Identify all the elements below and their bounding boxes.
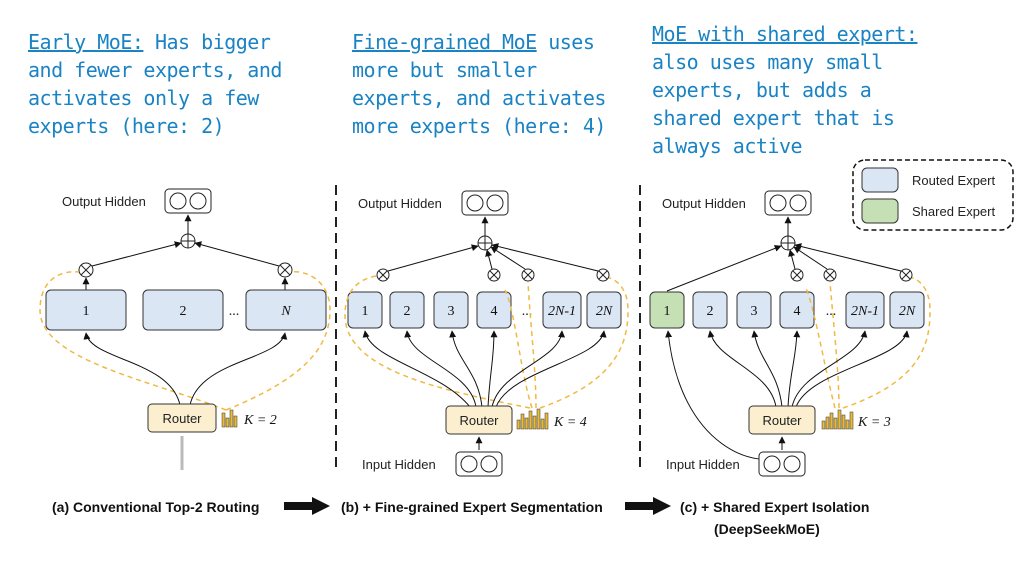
panel-c-caption-line2: (DeepSeekMoE) xyxy=(714,521,820,537)
early-moe-note: Early MoE: Has bigger and fewer experts,… xyxy=(28,28,318,140)
panel-b-input-vector xyxy=(455,451,503,477)
panel-c-experts: 1 2 3 4 ... 2N-1 2N xyxy=(649,291,925,329)
panel-b-expert-4-label: 4 xyxy=(491,304,498,319)
legend-routed-swatch xyxy=(861,167,899,193)
panel-c-expert-4-label: 4 xyxy=(794,304,801,319)
panel-c-shared-expert xyxy=(649,291,685,329)
panel-a-ellipsis: ... xyxy=(229,304,240,319)
panel-c-router-bars xyxy=(821,409,854,430)
panel-a-router-label: Router xyxy=(162,411,202,426)
panel-b-expert-1-label: 1 xyxy=(362,304,369,319)
panel-a-router-bars xyxy=(221,409,238,428)
legend: Routed Expert Shared Expert xyxy=(852,159,1014,231)
panel-a-caption: (a) Conventional Top-2 Routing xyxy=(52,499,259,515)
panel-c-expert-3-label: 3 xyxy=(751,304,758,319)
panel-c-input-hidden-label: Input Hidden xyxy=(666,457,740,472)
panel-a-expert-1 xyxy=(45,289,127,331)
panel-c: Output Hidden 1 xyxy=(649,190,931,477)
panel-b-expert-2n-label: 2N xyxy=(596,304,613,319)
panel-a-k-value: K = 2 xyxy=(243,413,277,428)
panel-b-k-value: K = 4 xyxy=(553,415,587,430)
panel-c-output-vector xyxy=(764,190,812,216)
panel-a-sum-node xyxy=(180,233,196,249)
legend-routed-label: Routed Expert xyxy=(912,173,995,188)
panel-c-expert-1-label: 1 xyxy=(664,304,671,319)
shared-expert-note-head: MoE with shared expert: xyxy=(652,22,918,46)
panel-c-k-value: K = 3 xyxy=(857,415,891,430)
panel-a: Output Hidden xyxy=(39,188,331,470)
panel-b-gates xyxy=(376,268,610,282)
panel-a-expert-2 xyxy=(142,289,224,331)
panel-a-expert-2-label: 2 xyxy=(180,304,187,319)
early-moe-note-body: Has bigger and fewer experts, and activa… xyxy=(28,30,282,138)
panel-a-router xyxy=(147,403,217,433)
panel-c-gates xyxy=(790,268,913,282)
panel-a-output-vector xyxy=(164,188,212,214)
panel-b: Output Hidden xyxy=(344,190,629,477)
panel-b-caption: (b) + Fine-grained Expert Segmentation xyxy=(341,499,603,515)
panel-c-expert-2n-1-label: 2N-1 xyxy=(851,304,879,319)
panel-a-expert-n xyxy=(245,289,327,331)
early-moe-note-head: Early MoE: xyxy=(28,30,144,54)
panel-b-sum-node xyxy=(477,235,493,251)
panel-b-input-hidden-label: Input Hidden xyxy=(362,457,436,472)
panel-a-output-hidden-label: Output Hidden xyxy=(62,194,146,209)
panel-c-input-vector xyxy=(758,451,806,477)
panel-b-router-bars xyxy=(516,408,549,430)
panel-b-output-vector xyxy=(461,190,509,216)
panel-b-output-hidden-label: Output Hidden xyxy=(358,196,442,211)
panel-c-router xyxy=(748,405,816,435)
legend-shared-swatch xyxy=(861,198,899,224)
panel-a-gate-1 xyxy=(78,262,94,278)
fine-grained-note-body: uses more but smaller experts, and activ… xyxy=(352,30,606,138)
panel-a-expert-n-label: N xyxy=(280,304,291,319)
panel-b-experts: 1 2 3 4 ... 2N-1 2N xyxy=(347,291,622,329)
panel-c-expert-2n-label: 2N xyxy=(899,304,916,319)
panel-b-expert-2-label: 2 xyxy=(404,304,411,319)
panel-c-router-label: Router xyxy=(762,413,802,428)
panel-b-ellipsis: ... xyxy=(522,304,533,319)
panel-a-expert-1-label: 1 xyxy=(83,304,90,319)
shared-expert-note: MoE with shared expert: also uses many s… xyxy=(652,20,952,160)
panel-c-output-hidden-label: Output Hidden xyxy=(662,196,746,211)
legend-shared-label: Shared Expert xyxy=(912,204,995,219)
arrow-b-to-c xyxy=(625,497,671,515)
shared-expert-note-body: also uses many small experts, but adds a… xyxy=(652,50,895,158)
panel-c-ellipsis: ... xyxy=(826,304,837,319)
panel-a-gate-n xyxy=(277,262,293,278)
panel-b-router xyxy=(445,405,513,435)
panel-c-caption: (c) + Shared Expert Isolation xyxy=(680,499,869,515)
fine-grained-note-head: Fine-grained MoE xyxy=(352,30,537,54)
fine-grained-note: Fine-grained MoE uses more but smaller e… xyxy=(352,28,642,140)
arrow-a-to-b xyxy=(284,497,330,515)
panel-c-expert-2-label: 2 xyxy=(707,304,714,319)
panel-b-expert-3-label: 3 xyxy=(448,304,455,319)
panel-c-sum-node xyxy=(780,235,796,251)
panel-b-expert-2n-1-label: 2N-1 xyxy=(548,304,576,319)
panel-b-router-label: Router xyxy=(459,413,499,428)
